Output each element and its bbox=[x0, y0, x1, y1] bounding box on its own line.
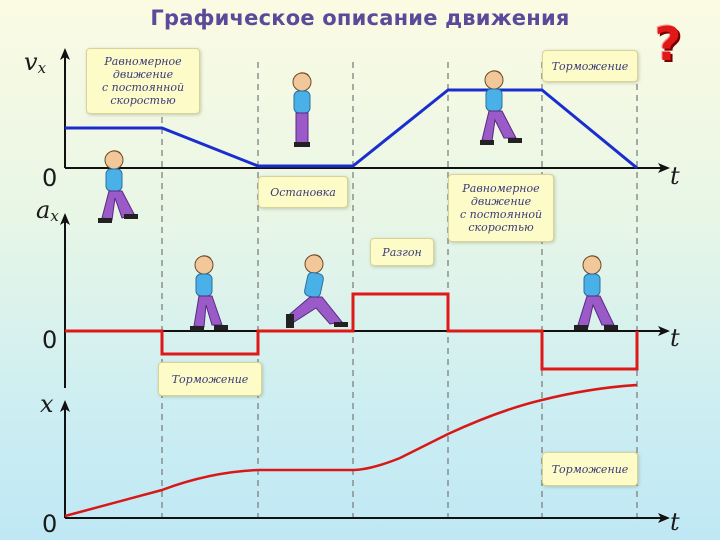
acceleration-line bbox=[65, 292, 639, 371]
note-acceleration: Разгон bbox=[370, 238, 434, 266]
note-stop: Остановка bbox=[258, 176, 348, 208]
velocity-axis-label: vx bbox=[24, 48, 47, 77]
note-braking-mid: Торможение bbox=[158, 362, 262, 396]
note-braking-top: Торможение bbox=[542, 50, 638, 82]
acceleration-axis-label: ax bbox=[36, 196, 59, 225]
position-axis-label: x bbox=[40, 390, 54, 418]
page-title: Графическое описание движения bbox=[150, 6, 570, 30]
walking-man-icon bbox=[574, 255, 618, 330]
velocity-zero-label: 0 bbox=[42, 164, 58, 192]
position-zero-label: 0 bbox=[42, 510, 58, 538]
position-axes bbox=[60, 400, 670, 523]
walking-man-icon bbox=[480, 70, 522, 145]
note-uniform-motion-mid: Равномерное движение с постоянной скорос… bbox=[448, 174, 554, 242]
walking-man-icon bbox=[190, 255, 228, 331]
note-braking-bottom: Торможение bbox=[542, 452, 638, 486]
acceleration-t-label: t bbox=[670, 324, 680, 352]
running-man-icon bbox=[286, 254, 348, 328]
acceleration-zero-label: 0 bbox=[42, 326, 58, 354]
standing-man-icon bbox=[292, 72, 312, 147]
position-t-label: t bbox=[670, 508, 680, 536]
note-uniform-motion-top: Равномерное движение с постоянной скорос… bbox=[86, 48, 200, 114]
velocity-axes bbox=[60, 48, 670, 173]
velocity-line bbox=[65, 88, 638, 170]
position-line bbox=[64, 383, 638, 518]
velocity-t-label: t bbox=[670, 162, 680, 190]
walking-man-icon bbox=[98, 150, 138, 223]
acceleration-axes bbox=[60, 213, 670, 388]
question-mark-icon[interactable]: ? bbox=[654, 17, 682, 71]
